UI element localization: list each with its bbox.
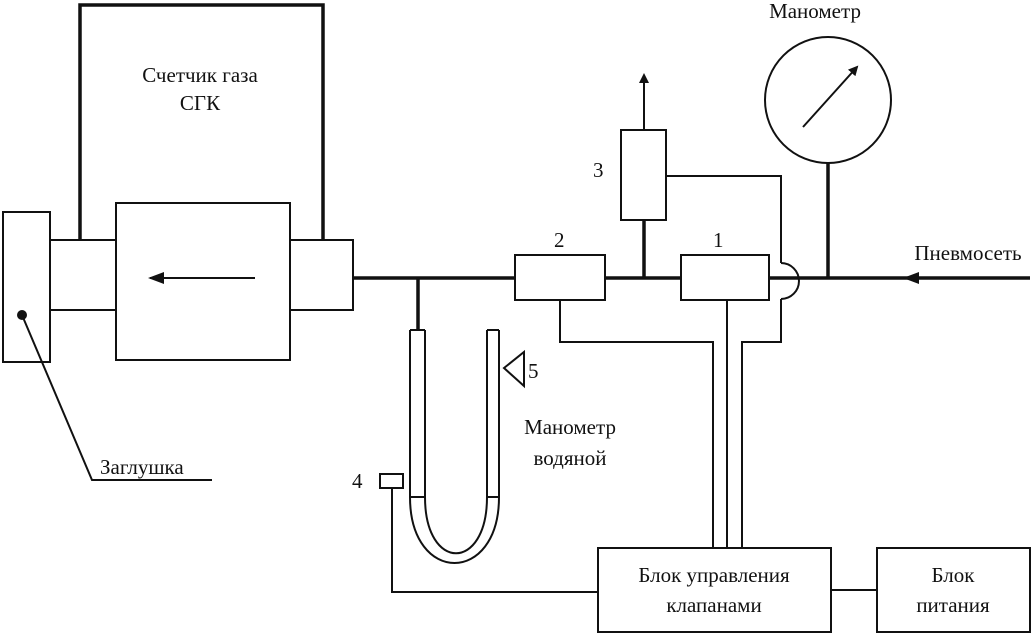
water-manometer-label-2: водяной	[534, 446, 607, 470]
valve-2	[514, 254, 606, 301]
pneumonet-label: Пневмосеть	[914, 241, 1021, 265]
sensor-4	[379, 473, 404, 489]
gas-meter-body	[115, 202, 291, 361]
gas-meter-model: СГК	[180, 91, 221, 115]
plug: Заглушка	[2, 211, 212, 481]
control-block-label-2: клапанами	[666, 593, 761, 617]
manometer-label: Манометр	[769, 0, 861, 23]
left-stub	[49, 239, 117, 311]
label-5: 5	[528, 359, 539, 383]
plug-body	[2, 211, 51, 363]
wire	[559, 300, 714, 548]
valve-3	[620, 129, 667, 221]
right-stub	[289, 239, 354, 311]
power-block-label-2: питания	[916, 593, 990, 617]
power-block	[876, 547, 1031, 633]
power-block-label: Блок	[932, 563, 976, 587]
wire	[741, 299, 782, 548]
label-1: 1	[713, 228, 724, 252]
water-manometer	[409, 329, 500, 564]
label-2: 2	[554, 228, 565, 252]
plug-label: Заглушка	[100, 455, 184, 479]
valve-1	[680, 254, 770, 301]
label-4: 4	[352, 469, 363, 493]
control-block-label: Блок управления	[638, 563, 790, 587]
wire	[666, 175, 782, 263]
wire-crossover	[780, 262, 800, 300]
water-manometer-label: Манометр	[524, 415, 616, 439]
plug-leader	[21, 314, 212, 481]
sensor-5-icon	[502, 349, 525, 389]
gas-meter-housing	[78, 3, 325, 240]
wire	[391, 488, 598, 593]
gas-meter-label: Счетчик газа	[142, 63, 258, 87]
control-block	[597, 547, 832, 633]
gas-meter: Счетчик газа СГК	[49, 3, 354, 361]
label-3: 3	[593, 158, 604, 182]
gauge-needle-icon	[802, 65, 859, 128]
